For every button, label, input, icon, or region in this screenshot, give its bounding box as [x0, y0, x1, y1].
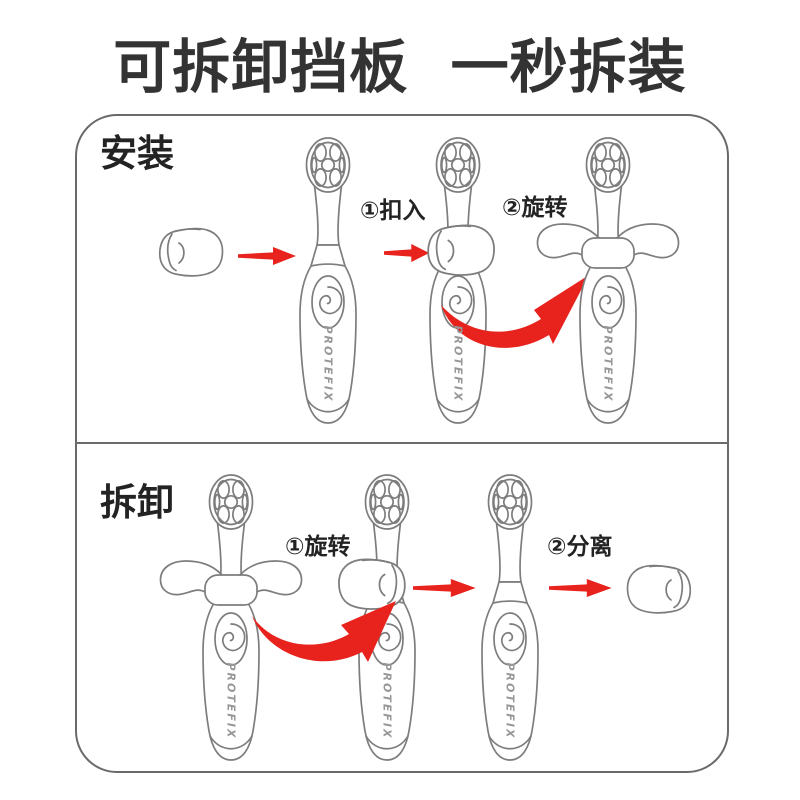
section-label-remove: 拆卸	[100, 481, 174, 524]
curved-rotate-arrow-icon	[441, 275, 589, 348]
brand-text: PROTEFIX	[224, 662, 238, 740]
brand-text: PROTEFIX	[451, 325, 465, 403]
brand-text: PROTEFIX	[503, 662, 517, 740]
install-step1-label: ①扣入	[360, 198, 426, 224]
arrow-right-icon	[238, 247, 296, 265]
guard-clip	[626, 564, 692, 614]
install-step2-label: ②旋转	[502, 195, 568, 221]
guard-clip-attached	[427, 224, 495, 276]
panel-divider	[75, 442, 727, 444]
remove-step2-label: ②分离	[547, 534, 613, 560]
brand-text: PROTEFIX	[601, 325, 615, 403]
guard-clip	[158, 227, 224, 277]
brand-text: PROTEFIX	[321, 325, 335, 403]
brand-text: PROTEFIX	[380, 662, 394, 740]
curved-rotate-arrow-icon	[252, 601, 396, 662]
arrow-right-icon	[549, 579, 612, 597]
arrow-right-icon	[384, 244, 430, 262]
page-title: 可拆卸挡板 一秒拆装	[113, 33, 687, 101]
remove-step1-label: ①旋转	[285, 534, 351, 560]
arrow-right-icon	[413, 579, 476, 597]
section-label-install: 安装	[100, 132, 174, 175]
